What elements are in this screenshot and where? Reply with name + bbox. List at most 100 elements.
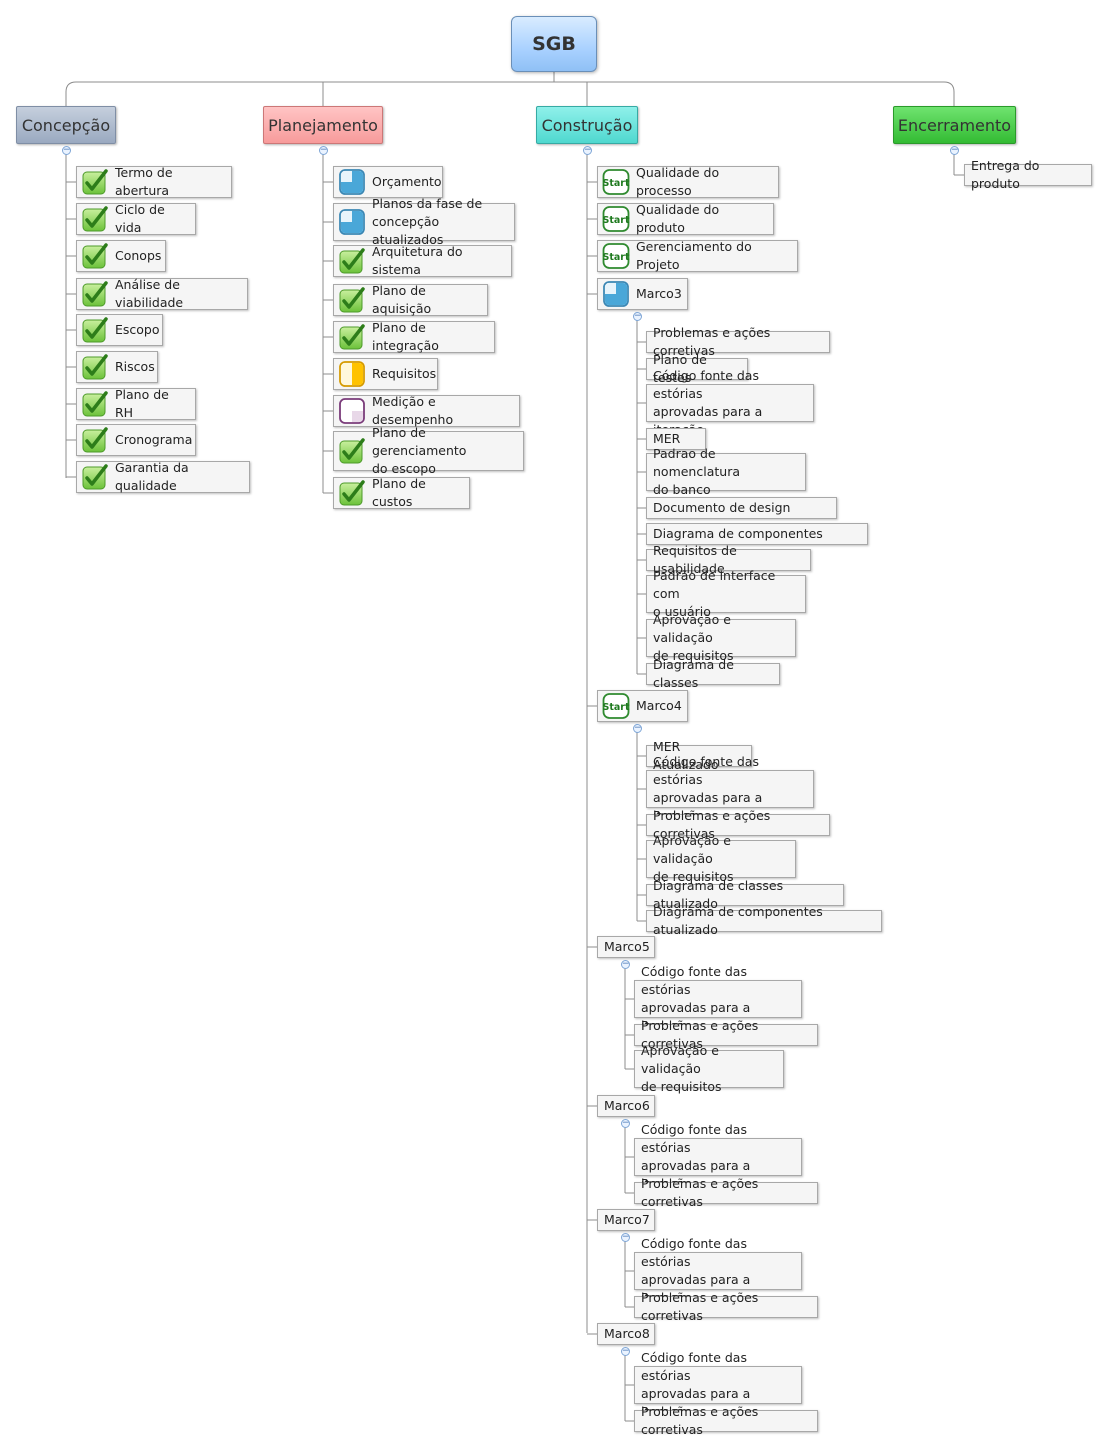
planejamento-item[interactable]: Plano de custos (333, 476, 470, 509)
topic-label: Termo de abertura (115, 165, 173, 198)
progress-quarter-blue-icon (602, 280, 630, 308)
branch-concepcao[interactable]: Concepção (16, 106, 116, 144)
marco-child-item[interactable]: Documento de design (646, 497, 837, 519)
planejamento-item[interactable]: Planos da fase de concepção atualizados (333, 196, 515, 247)
topic-label: Problemas e ações corretivas (653, 808, 771, 841)
collapse-construcao[interactable]: − (583, 145, 592, 155)
planejamento-item[interactable]: Plano de gerenciamento do escopo (333, 425, 524, 476)
marco-child-item[interactable]: Diagrama de classes atualizado (646, 878, 844, 911)
collapse-concepcao[interactable]: − (62, 145, 71, 155)
topic-label: Código fonte das estórias aprovadas para… (641, 1236, 751, 1305)
branch-construcao[interactable]: Construção (536, 106, 638, 144)
svg-text:Start: Start (602, 178, 629, 189)
collapse-encerramento[interactable]: − (950, 145, 959, 155)
marco-child-item[interactable]: Problemas e ações corretivas (634, 1018, 818, 1051)
collapse-planejamento[interactable]: − (319, 145, 328, 155)
topic-label: MER (653, 431, 681, 446)
check-icon (81, 242, 109, 270)
start-icon: Start (602, 205, 630, 233)
branch-planejamento[interactable]: Planejamento (263, 106, 383, 144)
planejamento-item[interactable]: Requisitos (333, 358, 438, 390)
topic-label: Plano de custos (372, 476, 426, 509)
marco-child-item[interactable]: Padrao de nomenclatura do banco (646, 446, 806, 497)
concepcao-item[interactable]: Termo de abertura (76, 165, 232, 198)
collapse-marco[interactable]: − (621, 1118, 630, 1128)
marco-child-item[interactable]: Plano de testes (646, 352, 748, 385)
construcao-item[interactable]: Start Qualidade do processo (597, 165, 779, 198)
marco-child-item[interactable]: Problemas e ações corretivas (634, 1176, 818, 1209)
marco-node[interactable]: Marco3 (597, 278, 688, 310)
check-icon (338, 323, 366, 351)
collapse-marco[interactable]: − (633, 723, 642, 733)
check-icon (338, 247, 366, 275)
marco-child-item[interactable]: Código fonte das estórias aprovadas para… (634, 1122, 802, 1191)
collapse-marco[interactable]: − (633, 311, 642, 321)
encerramento-item[interactable]: Entrega do produto (964, 158, 1092, 191)
marco-child-item[interactable]: Problemas e ações corretivas (634, 1290, 818, 1323)
concepcao-item[interactable]: Ciclo de vida (76, 202, 196, 235)
marco-node[interactable]: Marco8 (597, 1323, 655, 1345)
collapse-marco[interactable]: − (621, 959, 630, 969)
branch-encerramento[interactable]: Encerramento (893, 106, 1016, 144)
marco-child-item[interactable]: Código fonte das estórias aprovadas para… (634, 964, 802, 1033)
marco-child-item[interactable]: Código fonte das estórias aprovadas para… (634, 1236, 802, 1305)
check-icon (81, 353, 109, 381)
marco-child-item[interactable]: Problemas e ações corretivas (634, 1404, 818, 1437)
marco-child-item[interactable]: Diagrama de componentes (646, 523, 868, 545)
concepcao-item[interactable]: Análise de viabilidade (76, 277, 248, 310)
marco-child-item[interactable]: Aprovação e validação de requisitos (646, 833, 796, 884)
marco-node[interactable]: Marco6 (597, 1095, 655, 1117)
planejamento-item[interactable]: Plano de integração (333, 320, 495, 353)
topic-label: Problemas e ações corretivas (641, 1290, 759, 1323)
marco-child-item[interactable]: Código fonte das estórias aprovadas para… (634, 1350, 802, 1419)
topic-label: Orçamento (372, 174, 442, 189)
concepcao-item[interactable]: Garantia da qualidade (76, 460, 250, 493)
check-icon (81, 463, 109, 491)
progress-half-yellow-icon (338, 360, 366, 388)
progress-quarter-purple-icon (338, 397, 366, 425)
topic-label: Arquitetura do sistema (372, 244, 463, 277)
marco-child-item[interactable]: MER (646, 428, 706, 450)
topic-label: Marco7 (604, 1212, 650, 1227)
concepcao-item[interactable]: Riscos (76, 351, 158, 383)
marco-child-item[interactable]: Padrão de interface com o usuário (646, 568, 806, 619)
collapse-marco[interactable]: − (621, 1232, 630, 1242)
planejamento-item[interactable]: Medição e desempenho (333, 394, 520, 427)
check-icon (338, 479, 366, 507)
collapse-marco[interactable]: − (621, 1346, 630, 1356)
marco-child-item[interactable]: Aprovação e validação de requisitos (646, 612, 796, 663)
topic-label: Código fonte das estórias aprovadas para… (641, 964, 751, 1033)
marco-child-item[interactable]: Problemas e ações corretivas (646, 808, 830, 841)
planejamento-item[interactable]: Arquitetura do sistema (333, 244, 512, 277)
check-icon (338, 286, 366, 314)
topic-label: MER Atualizado (653, 739, 719, 772)
topic-label: Marco3 (636, 286, 682, 301)
planejamento-item[interactable]: Plano de aquisição (333, 283, 488, 316)
marco-child-item[interactable]: Código fonte das estórias aprovadas para… (646, 368, 814, 437)
marco-child-item[interactable]: Requisitos de usabilidade (646, 543, 811, 576)
topic-label: Problemas e ações corretivas (641, 1018, 759, 1051)
marco-child-item[interactable]: MER Atualizado (646, 739, 752, 772)
marco-child-item[interactable]: Aprovação e validação de requisitos (634, 1043, 784, 1094)
marco-node[interactable]: Marco5 (597, 936, 655, 958)
topic-label: Riscos (115, 359, 155, 374)
marco-child-item[interactable]: Problemas e ações corretivas (646, 325, 830, 358)
root-topic-sgb[interactable]: SGB (511, 16, 597, 72)
concepcao-item[interactable]: Cronograma (76, 424, 196, 456)
concepcao-item[interactable]: Plano de RH (76, 387, 196, 420)
svg-text:Start: Start (602, 215, 629, 226)
concepcao-item[interactable]: Conops (76, 240, 166, 272)
check-icon (81, 426, 109, 454)
marco-child-item[interactable]: Diagrama de classes (646, 657, 780, 690)
planejamento-item[interactable]: Orçamento (333, 166, 443, 198)
concepcao-item[interactable]: Escopo (76, 314, 163, 346)
marco-node[interactable]: Marco7 (597, 1209, 655, 1231)
topic-label: Planos da fase de concepção atualizados (372, 196, 483, 247)
topic-label: Qualidade do processo (636, 165, 720, 198)
marco-child-item[interactable]: Código fonte das estórias aprovadas para… (646, 754, 814, 823)
topic-label: Documento de design (653, 500, 791, 515)
marco-child-item[interactable]: Diagrama de componentes atualizado (646, 904, 882, 937)
